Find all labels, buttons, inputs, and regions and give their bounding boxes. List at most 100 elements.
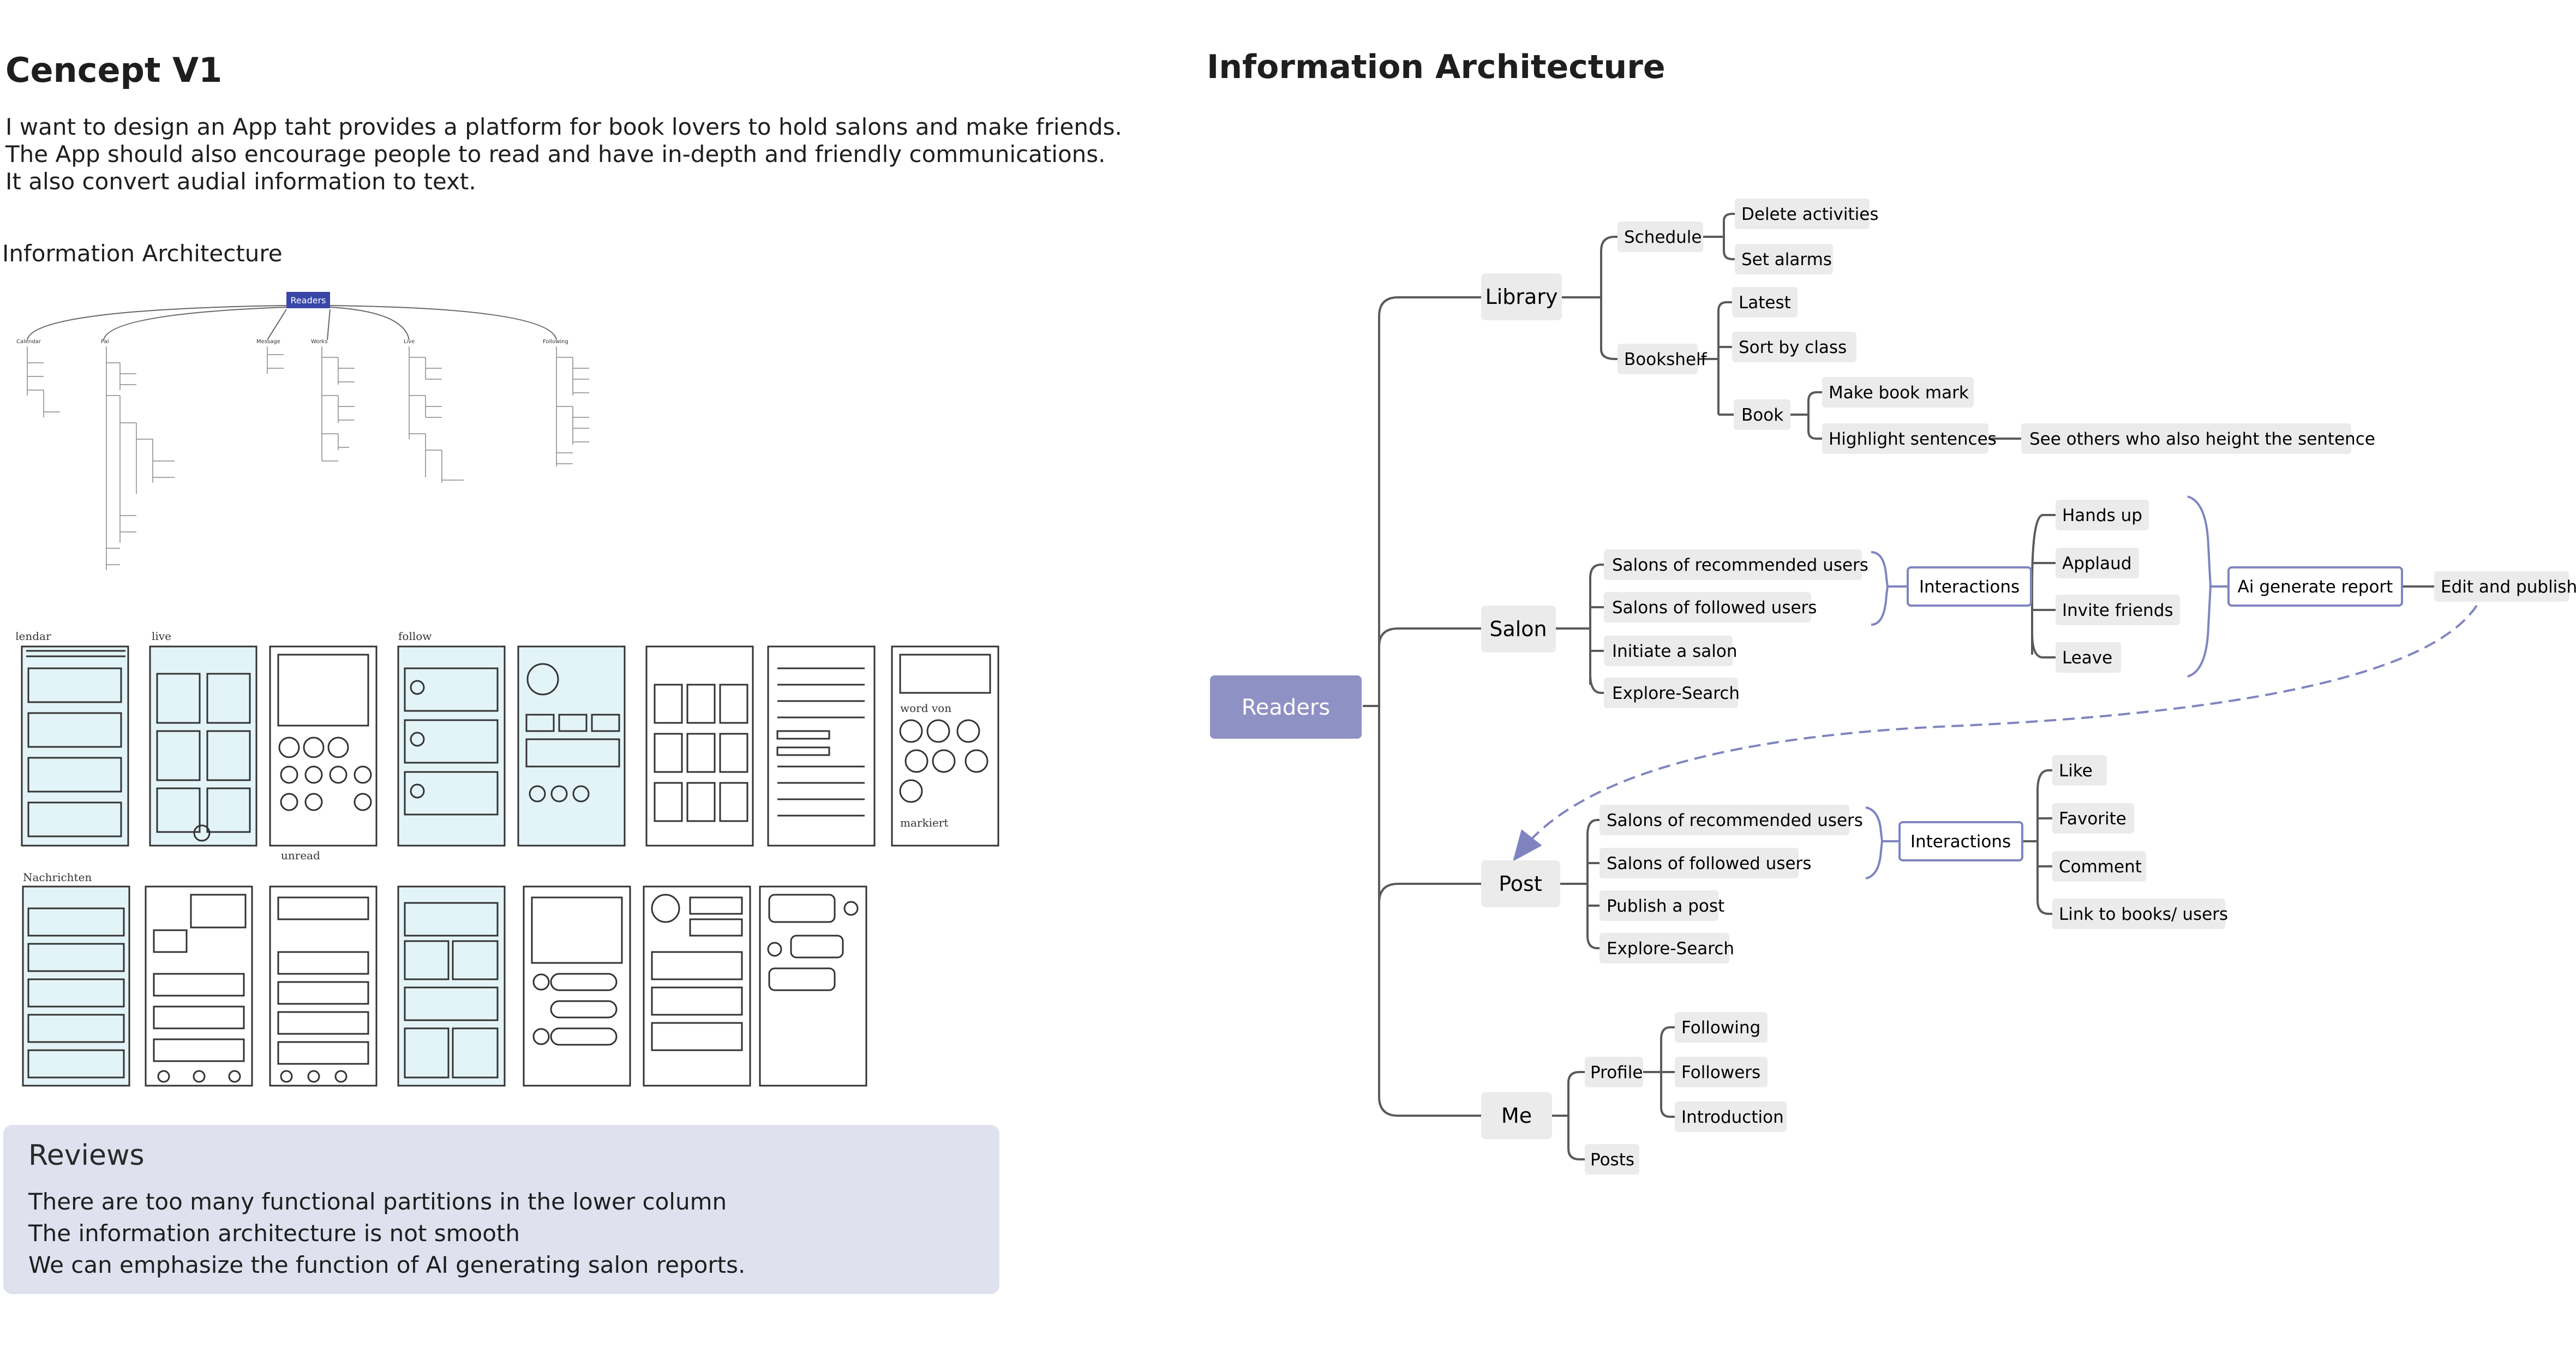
node-label: Posts	[1590, 1150, 1634, 1170]
node-hands-up[interactable]	[2056, 500, 2149, 530]
description-line: I want to design an App taht provides a …	[5, 113, 1122, 140]
node-post-recommended[interactable]	[1599, 805, 1849, 835]
node-sort-by-class[interactable]	[1732, 332, 1856, 362]
node-latest[interactable]	[1732, 287, 1798, 318]
mini-root-node	[286, 292, 330, 308]
node-salon-explore[interactable]	[1604, 678, 1738, 708]
node-invite-friends[interactable]	[2056, 595, 2180, 625]
node-book[interactable]	[1734, 399, 1790, 430]
node-post-explore[interactable]	[1599, 933, 1729, 963]
node-label: Link to books/ users	[2059, 905, 2228, 924]
mini-branch-label: Works	[311, 339, 328, 345]
node-label: Followers	[1681, 1063, 1760, 1082]
mini-ia-diagram: Readers Calendar Pal Message Works Live …	[16, 292, 589, 570]
wireframe-sketches: calendar live follow word von markiert u…	[16, 630, 999, 1087]
node-profile[interactable]	[1585, 1057, 1643, 1087]
node-link-books-users[interactable]	[2052, 899, 2225, 929]
sketch-live	[149, 645, 257, 847]
node-label: Salons of followed users	[1612, 598, 1817, 618]
sketch-label: markiert	[900, 816, 948, 829]
node-followers[interactable]	[1675, 1057, 1768, 1087]
sketch-chat	[759, 885, 867, 1087]
node-leave[interactable]	[2056, 642, 2121, 673]
mini-root-label: Readers	[291, 295, 326, 306]
sketch-label: word von	[900, 702, 951, 715]
node-label: Applaud	[2062, 554, 2132, 573]
sketch-feed	[643, 885, 751, 1087]
node-post[interactable]	[1481, 860, 1560, 907]
review-line: We can emphasize the function of AI gene…	[28, 1252, 746, 1278]
node-salon-interactions[interactable]	[1907, 566, 2032, 607]
node-set-alarms[interactable]	[1735, 244, 1833, 274]
sketch-messages	[22, 885, 130, 1087]
node-label: Like	[2059, 761, 2093, 781]
ia-title: Information Architecture	[1207, 48, 1666, 86]
sketch-audio-list	[269, 885, 378, 1087]
mini-branch-label: Following	[543, 339, 568, 345]
node-label: Interactions	[1910, 832, 2011, 852]
node-label: Set alarms	[1741, 250, 1832, 270]
node-post-interactions[interactable]	[1898, 821, 2023, 861]
node-label: Schedule	[1624, 228, 1702, 247]
reviews-card: Reviews There are too many functional pa…	[3, 1125, 999, 1294]
node-label: Leave	[2062, 648, 2112, 668]
node-label: Bookshelf	[1624, 350, 1708, 369]
node-see-others[interactable]	[2021, 423, 2351, 454]
concept-description: I want to design an App taht provides a …	[5, 113, 1122, 195]
node-favorite[interactable]	[2052, 803, 2134, 834]
node-highlight-sentences[interactable]	[1822, 423, 1988, 454]
description-line: The App should also encourage people to …	[5, 141, 1106, 167]
sketch-label: calendar	[16, 630, 51, 643]
sketch-calendar	[21, 645, 129, 847]
node-label: Sort by class	[1739, 338, 1847, 357]
review-line: There are too many functional partitions…	[28, 1188, 727, 1215]
node-label: Publish a post	[1607, 896, 1724, 916]
node-me[interactable]	[1481, 1092, 1552, 1139]
node-salon-followed[interactable]	[1604, 592, 1811, 622]
node-label: Make book mark	[1829, 383, 1969, 403]
sketch-label: Nachrichten	[23, 871, 92, 884]
node-comment[interactable]	[2052, 851, 2146, 882]
node-posts[interactable]	[1585, 1144, 1639, 1175]
node-like[interactable]	[2052, 755, 2107, 786]
node-following[interactable]	[1675, 1012, 1768, 1043]
node-schedule[interactable]	[1618, 221, 1703, 252]
small-ia-title: Information Architecture	[2, 240, 283, 267]
sketch-shop	[145, 885, 253, 1087]
node-delete-activities[interactable]	[1735, 199, 1870, 229]
sketch-label: follow	[398, 630, 432, 643]
sketch-follow	[397, 645, 506, 847]
node-edit-publish[interactable]	[2434, 571, 2569, 602]
root-node[interactable]	[1210, 675, 1362, 739]
node-publish-post[interactable]	[1599, 890, 1718, 921]
node-label: Salon	[1489, 617, 1547, 641]
reviews-title: Reviews	[28, 1139, 145, 1172]
sketch-chat-audio	[523, 885, 631, 1087]
node-ai-generate-report[interactable]	[2227, 566, 2403, 607]
node-label: Interactions	[1919, 577, 2020, 597]
node-initiate-salon[interactable]	[1604, 636, 1733, 666]
node-salon[interactable]	[1481, 606, 1556, 652]
node-label: Salons of recommended users	[1607, 811, 1863, 830]
node-label: See others who also height the sentence	[2029, 429, 2375, 449]
node-make-book-mark[interactable]	[1822, 377, 1974, 408]
node-label: Library	[1485, 285, 1558, 309]
node-introduction[interactable]	[1675, 1101, 1787, 1132]
sketch-label: live	[152, 630, 171, 643]
node-label: Invite friends	[2062, 601, 2173, 620]
node-applaud[interactable]	[2056, 548, 2139, 578]
sketch-words	[891, 645, 999, 847]
node-label: Following	[1681, 1018, 1760, 1038]
node-salon-recommended[interactable]	[1604, 549, 1862, 580]
node-post-followed[interactable]	[1599, 848, 1799, 878]
node-label: Introduction	[1681, 1107, 1784, 1127]
root-label: Readers	[1242, 695, 1330, 720]
node-label: Explore-Search	[1607, 939, 1734, 959]
node-library[interactable]	[1481, 273, 1562, 320]
description-line: It also convert audial information to te…	[5, 168, 476, 195]
sketch-reading	[767, 645, 876, 847]
sketch-book-list	[397, 885, 506, 1087]
node-bookshelf[interactable]	[1618, 344, 1698, 374]
node-label: Initiate a salon	[1612, 642, 1737, 661]
